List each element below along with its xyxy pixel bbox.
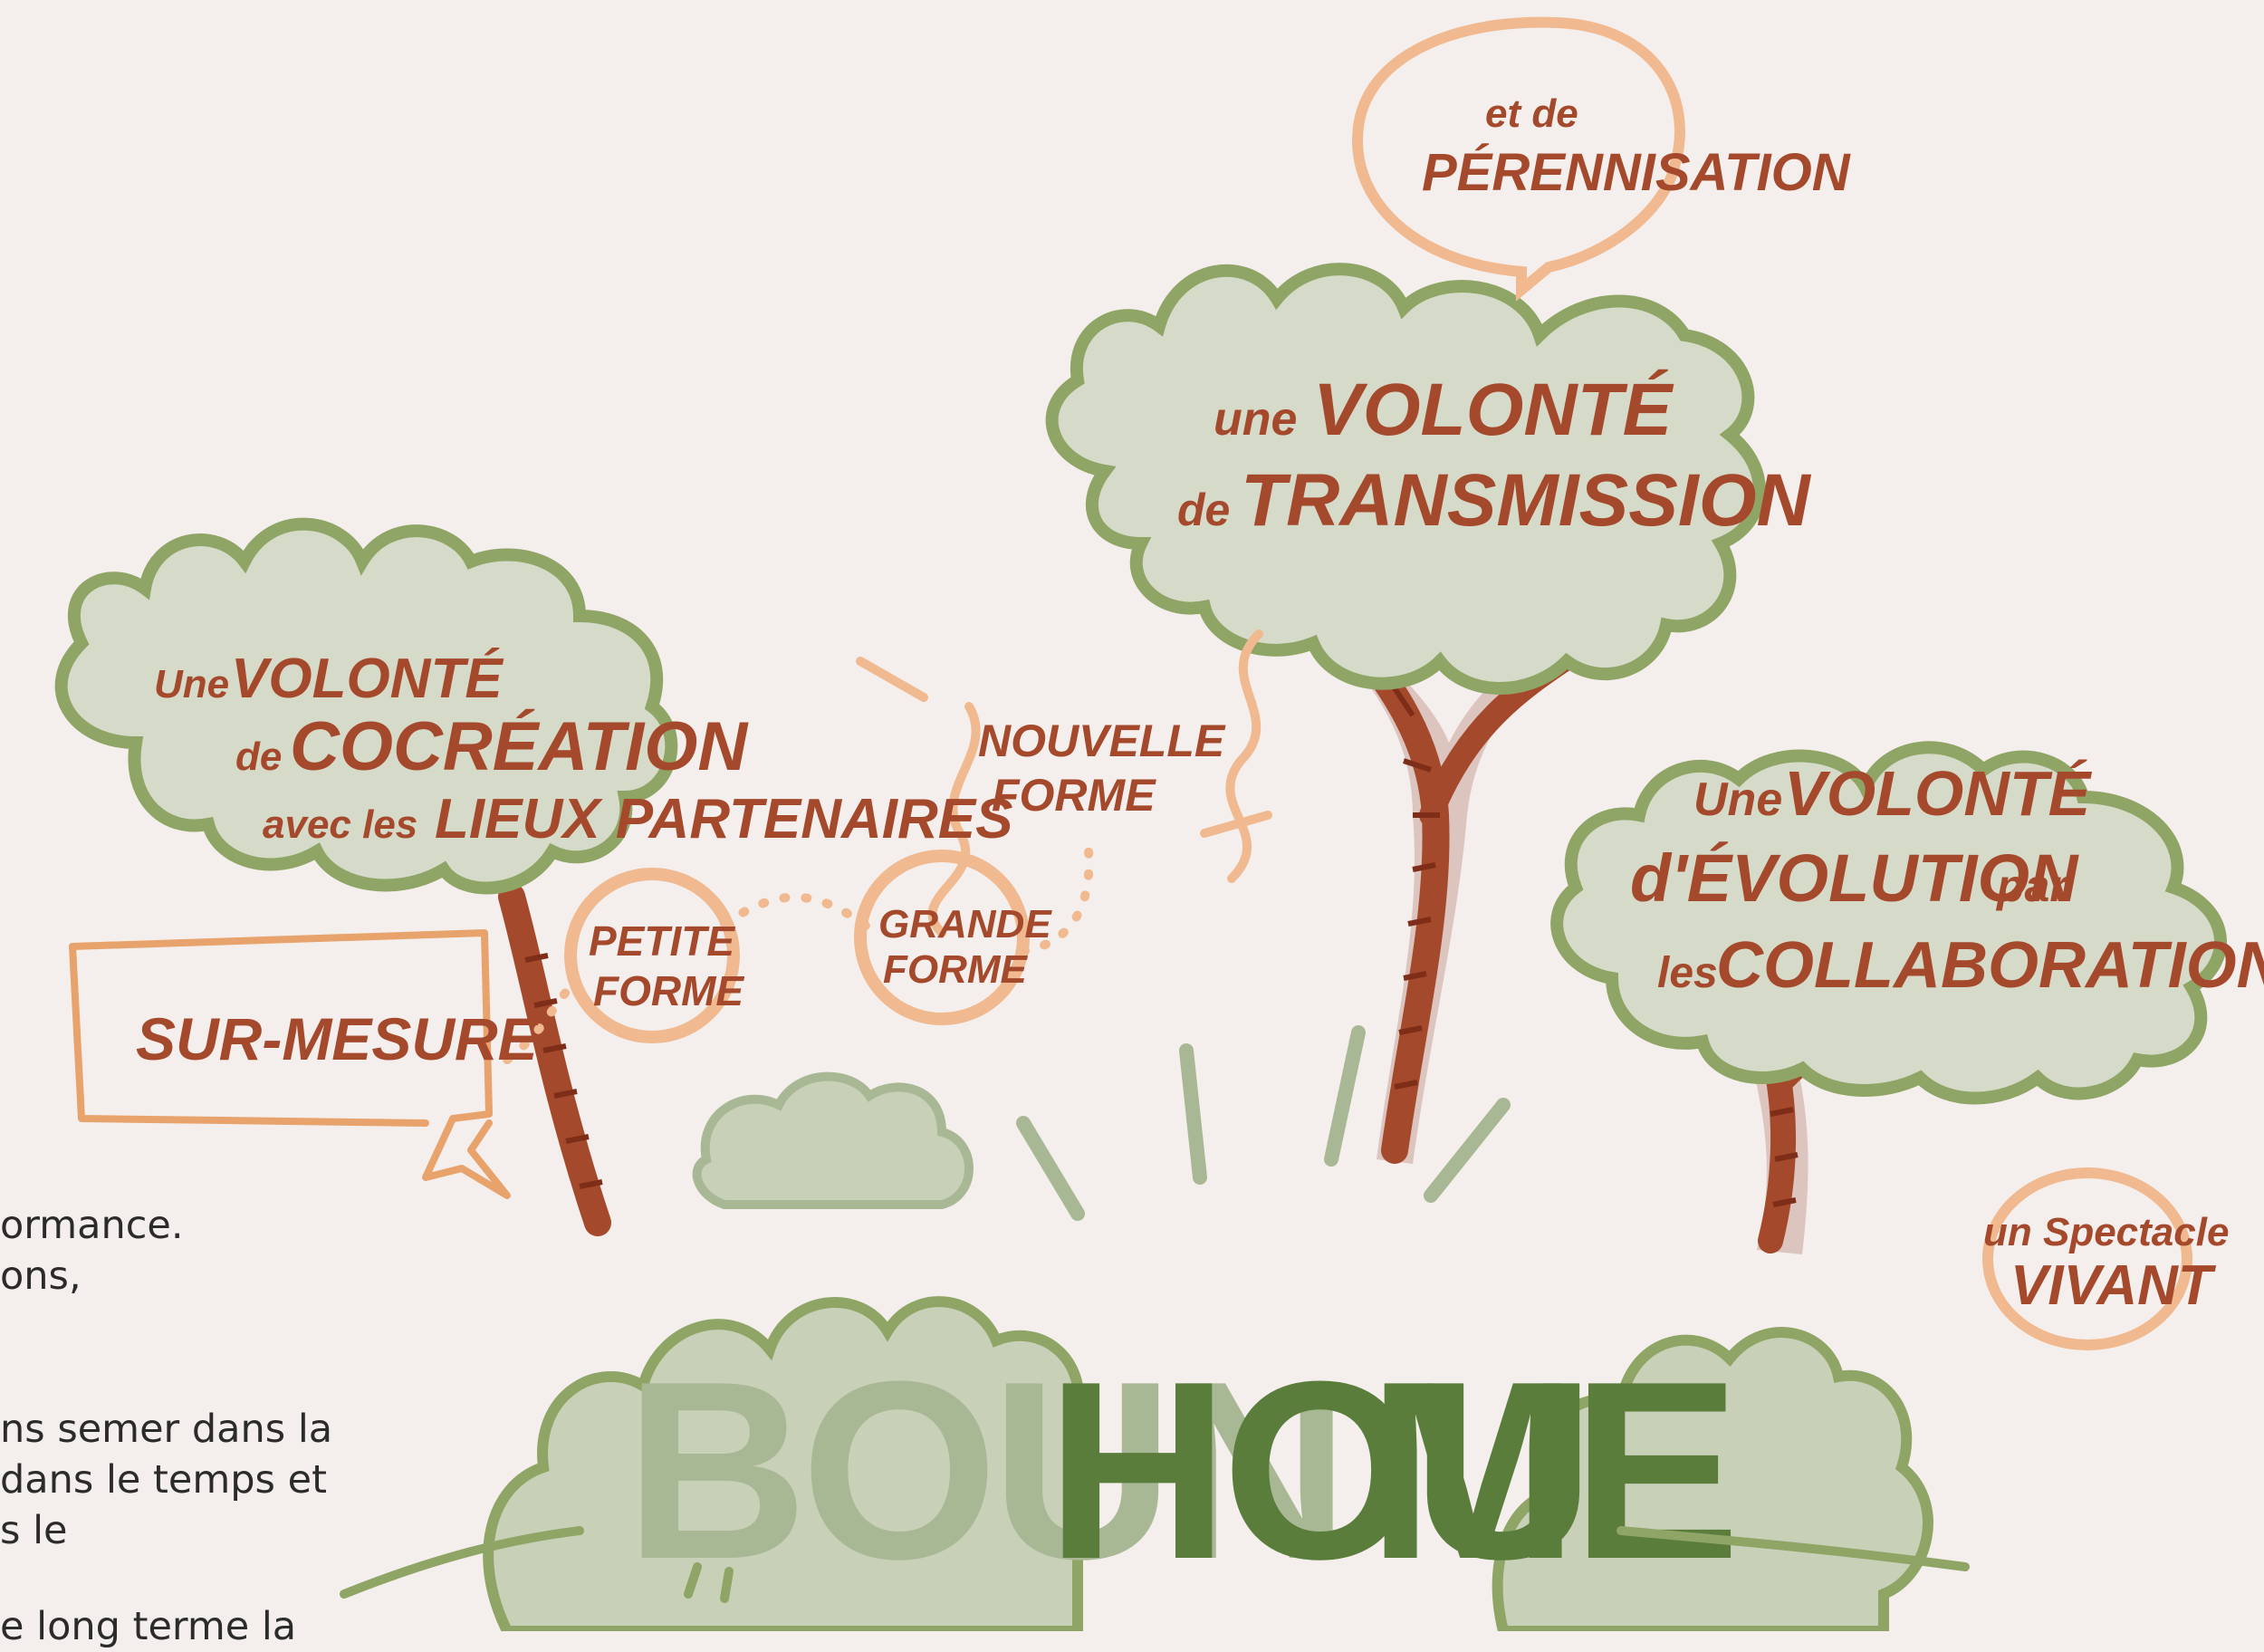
spectacle-big: VIVANT	[2010, 1254, 2217, 1317]
title-part-hou: HOU	[1046, 1330, 1588, 1612]
petite-forme-line2: FORME	[593, 967, 744, 1014]
label-small: une	[1214, 393, 1297, 446]
dotted-connectors	[503, 829, 1094, 1064]
bush-right	[1492, 1327, 1933, 1631]
perennisation-small: et de	[1485, 91, 1578, 136]
nouvelle-forme-line2: FORME	[992, 770, 1156, 821]
label-small: Une	[1693, 773, 1782, 826]
body-line-5: s le	[0, 1508, 68, 1553]
main-title: BOUN HOU ME	[625, 1330, 1741, 1612]
petite-forme-line1: PETITE	[589, 917, 735, 965]
label-big: VOLONTÉ	[1784, 758, 2093, 829]
body-line-4: dans le temps et	[0, 1457, 327, 1503]
burst-lines	[1016, 1025, 1511, 1221]
tree-transmission-label: une VOLONTÉ de TRANSMISSION	[1177, 369, 1811, 542]
bubble-perennisation	[1352, 16, 1685, 302]
tree-cocreation-trunk	[498, 883, 611, 1236]
label-small: les	[1657, 949, 1718, 997]
bubble-spectacle-vivant	[1982, 1167, 2192, 1350]
body-line-3: ns semer dans la	[0, 1407, 333, 1452]
bush-top	[692, 1071, 974, 1209]
spectacle-small: un Spectacle	[1983, 1210, 2229, 1254]
tree-cocreation-label: Une VOLONTÉ de COCRÉATION avec les LIEUX…	[154, 648, 1012, 850]
tree-evolution-label: Une VOLONTÉ d'ÉVOLUTION par les COLLABOR…	[1630, 758, 2264, 1002]
perennisation-big: PÉRENNISATION	[1422, 143, 1851, 202]
tree-cocreation-canopy	[54, 517, 678, 895]
tree-evolution-canopy	[1550, 741, 2227, 1105]
ground-strokes	[340, 1526, 1970, 1603]
tree-transmission-canopy	[1045, 263, 1766, 695]
title-part-boun: BOUN	[625, 1330, 1342, 1612]
label-big: COCRÉATION	[290, 708, 749, 785]
grande-forme-line2: FORME	[883, 947, 1029, 992]
body-line-1: ormance.	[0, 1203, 184, 1248]
label-small: par	[1995, 860, 2069, 911]
bubble-grande-forme	[854, 850, 1030, 1025]
bubble-nouvelle-forme	[856, 629, 1272, 937]
bush-left	[483, 1296, 1085, 1631]
label-big: TRANSMISSION	[1241, 459, 1811, 542]
body-line-2: ons,	[0, 1253, 82, 1299]
nouvelle-forme-line1: NOUVELLE	[978, 716, 1226, 766]
label-small: avec les	[263, 802, 417, 847]
label-big: VOLONTÉ	[231, 648, 504, 710]
label-big: COLLABORATIONS	[1716, 929, 2264, 1002]
bubble-sur-mesure	[69, 929, 511, 1199]
label-small: Une	[154, 662, 229, 706]
grande-forme-line1: GRANDE	[878, 902, 1052, 946]
label-big: VOLONTÉ	[1313, 369, 1674, 451]
label-small: de	[235, 735, 282, 779]
title-part-me: ME	[1367, 1330, 1734, 1612]
label-big: d'ÉVOLUTION	[1630, 840, 2079, 916]
bubble-petite-forme	[564, 868, 740, 1043]
sur-mesure-label: SUR-MESURE	[136, 1005, 540, 1072]
label-big: LIEUX PARTENAIRES	[435, 788, 1012, 850]
label-small: de	[1177, 485, 1230, 535]
